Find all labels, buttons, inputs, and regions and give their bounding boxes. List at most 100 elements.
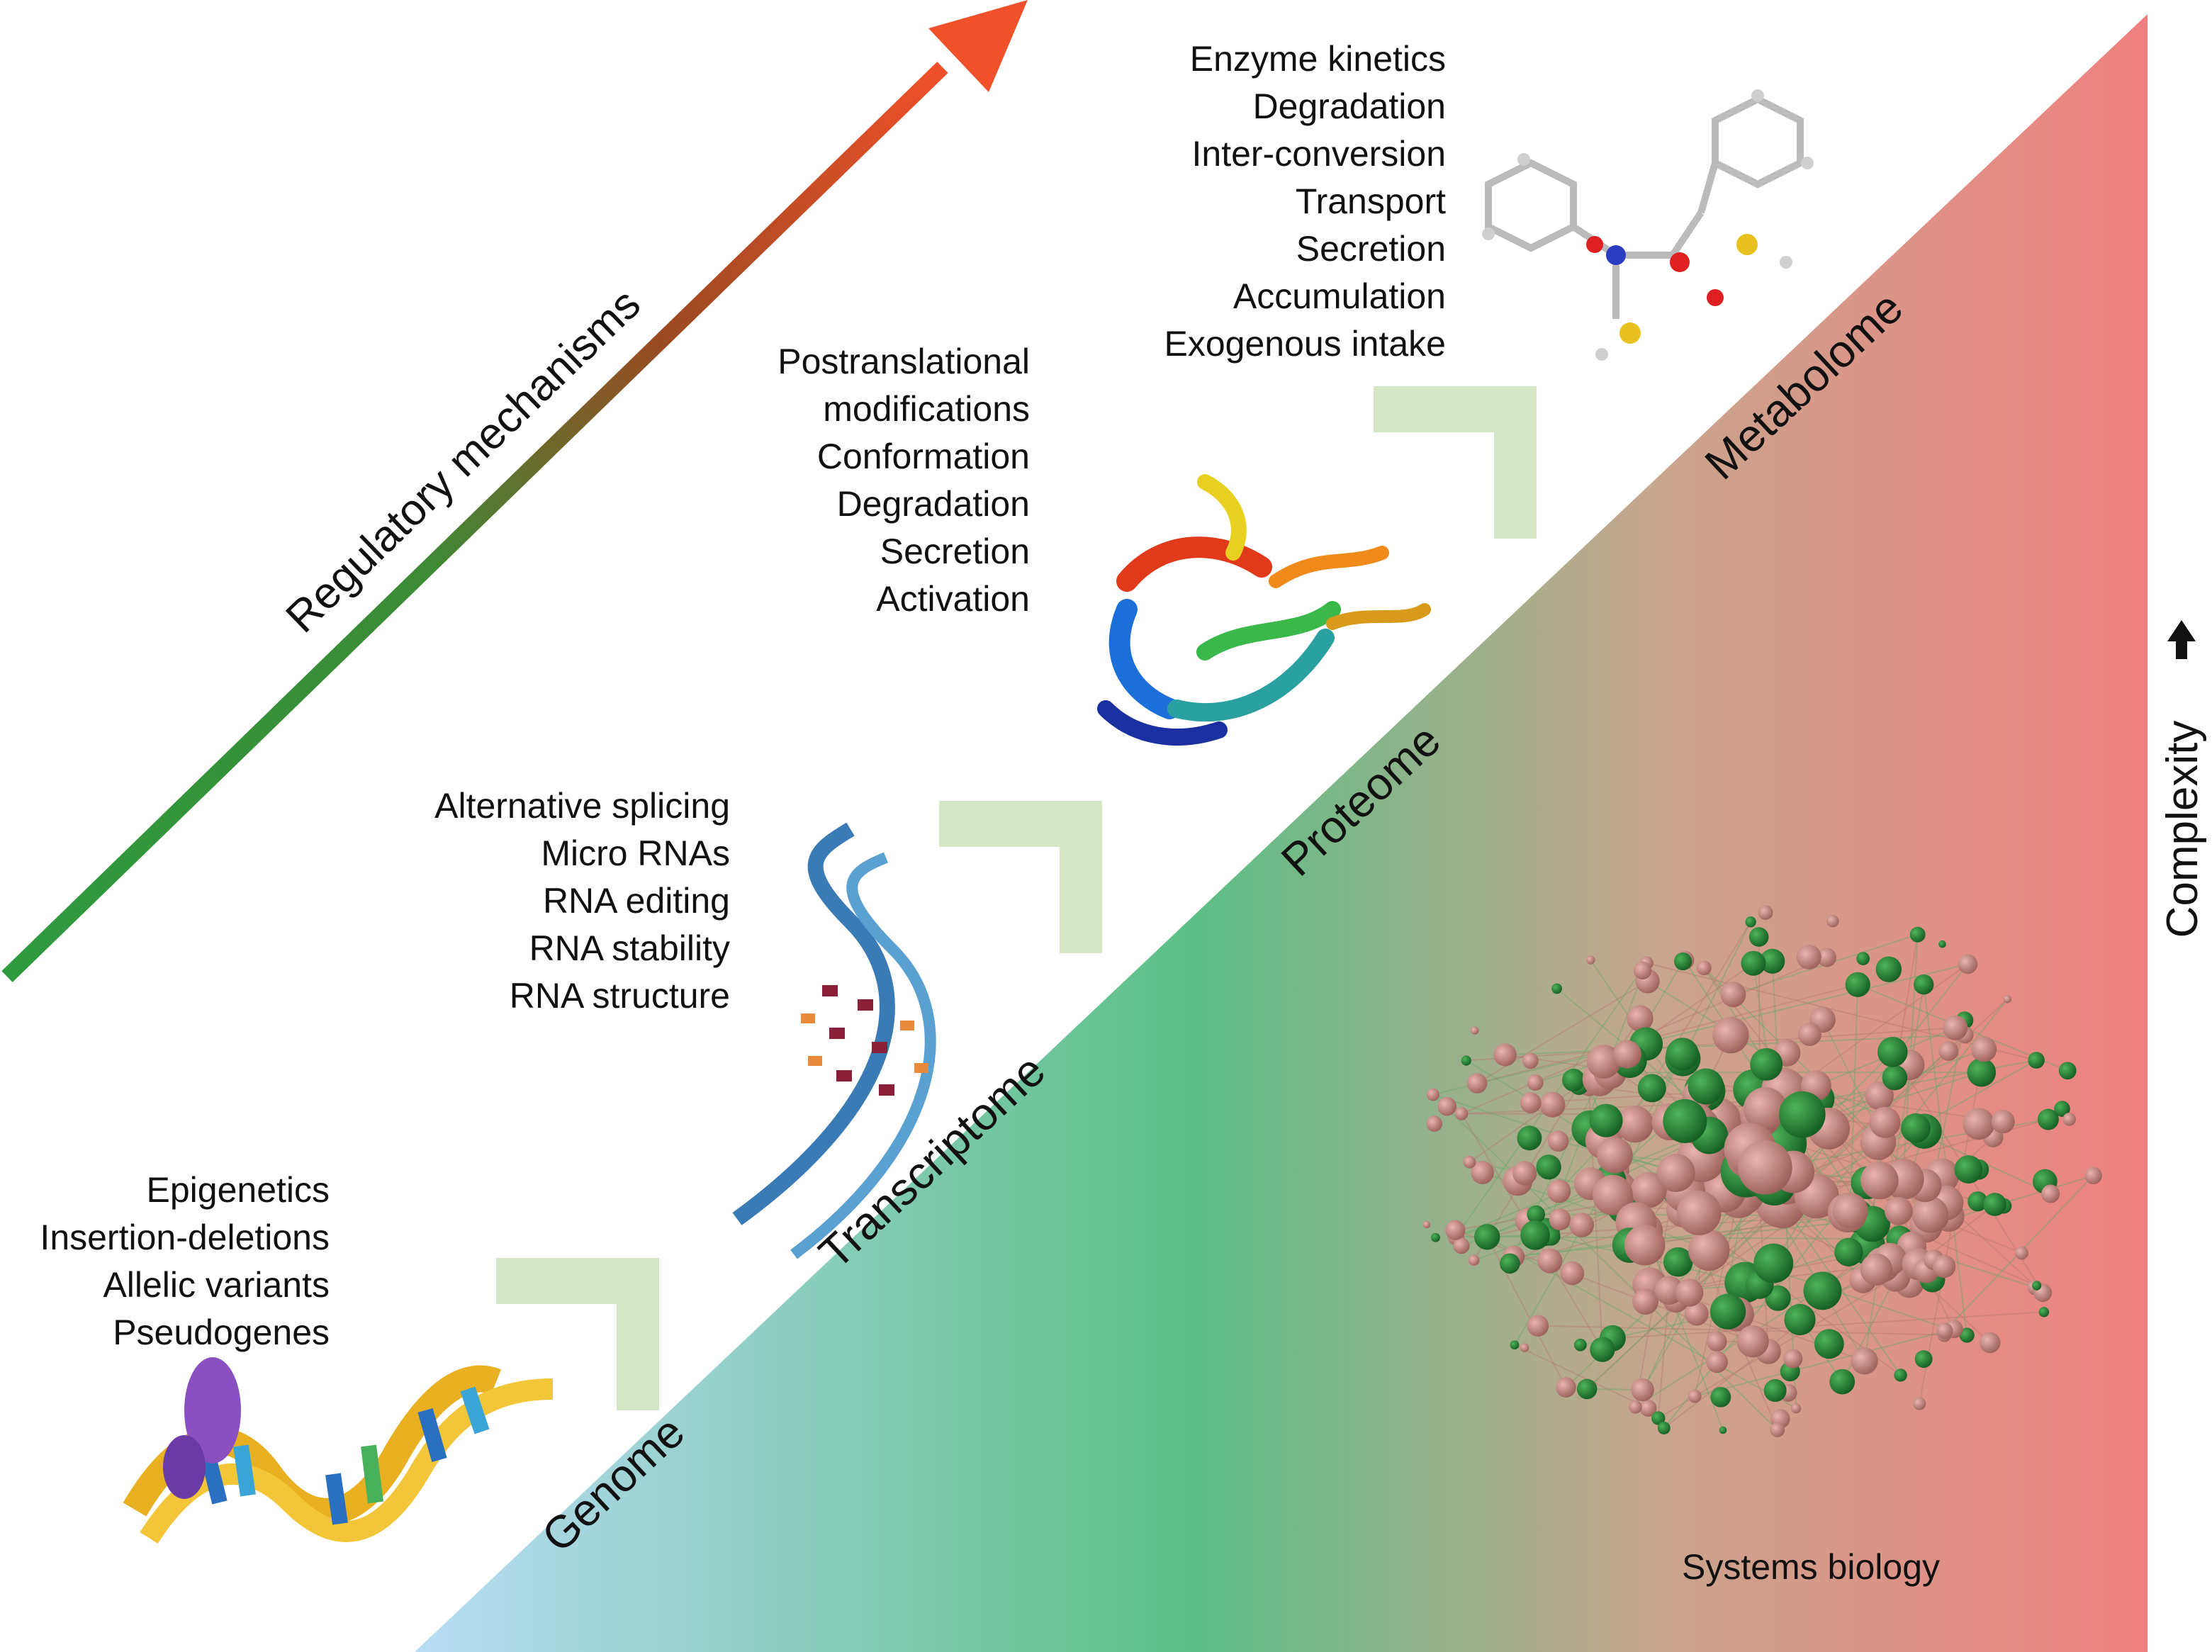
network-node <box>1954 1155 1983 1184</box>
mech-secretion-metabolite: Secretion <box>1296 229 1446 269</box>
network-node <box>1943 1015 1968 1040</box>
network-node <box>1719 1426 1727 1434</box>
network-node <box>1796 945 1821 970</box>
network-node <box>1913 1397 1926 1410</box>
mech-allelic-variants: Allelic variants <box>103 1265 330 1305</box>
network-node <box>1860 1161 1899 1200</box>
network-node <box>1851 1347 1878 1375</box>
network-node <box>1593 1174 1633 1215</box>
network-node <box>1426 1116 1443 1132</box>
network-node <box>1882 1064 1908 1091</box>
network-node <box>1832 1193 1868 1229</box>
network-node <box>1539 1091 1566 1118</box>
mech-modifications: modifications <box>823 389 1030 429</box>
network-node <box>1817 948 1837 967</box>
network-node <box>1500 1253 1520 1274</box>
mech-epigenetics: Epigenetics <box>147 1170 330 1210</box>
network-node <box>1803 1271 1842 1310</box>
complexity-axis: Complexity <box>2158 620 2207 938</box>
network-node <box>1783 1349 1803 1369</box>
network-node <box>1963 1108 1995 1140</box>
network-node <box>1770 1422 1785 1437</box>
network-node <box>1760 948 1785 974</box>
network-node <box>1560 1261 1585 1286</box>
network-node <box>1938 940 1946 948</box>
chevron-3 <box>1374 386 1537 539</box>
network-node <box>1573 1338 1587 1352</box>
network-node <box>1696 960 1712 976</box>
protein-structure-illustration <box>1097 474 1431 746</box>
chevron-2 <box>939 801 1102 953</box>
mech-accumulation: Accumulation <box>1233 276 1446 316</box>
network-node <box>1675 1279 1704 1307</box>
network-node <box>1834 1237 1863 1266</box>
network-node <box>1710 1386 1731 1407</box>
mech-activation: Activation <box>876 579 1030 619</box>
network-node <box>1797 1022 1821 1046</box>
network-node <box>1885 1196 1913 1225</box>
network-node <box>1422 1220 1431 1229</box>
network-node <box>1814 1329 1844 1359</box>
network-node <box>1474 1224 1500 1250</box>
network-node <box>1666 1038 1700 1071</box>
network-node <box>1706 1351 1728 1373</box>
network-node <box>1596 1137 1633 1174</box>
network-node <box>1589 1103 1623 1137</box>
network-node <box>1517 1125 1542 1151</box>
network-node <box>1875 956 1902 982</box>
network-node <box>1520 1343 1529 1352</box>
dna-chromosome-illustration <box>123 1357 554 1544</box>
network-node <box>1709 1293 1746 1330</box>
network-node <box>1845 972 1870 997</box>
mech-alternative-splicing: Alternative splicing <box>434 786 730 826</box>
network-illustration <box>1422 905 2102 1437</box>
network-node <box>1860 1253 1893 1286</box>
network-node <box>1551 983 1562 994</box>
network-node <box>1431 1232 1440 1242</box>
network-node <box>2054 1101 2070 1117</box>
network-node <box>1911 1196 1949 1233</box>
network-node <box>1547 1179 1571 1203</box>
systems-biology-label: Systems biology <box>1682 1547 1940 1587</box>
genome-mechanisms: Epigenetics Insertion-deletions Allelic … <box>40 1170 330 1352</box>
network-node <box>1629 1400 1642 1414</box>
network-node <box>1901 1113 1931 1143</box>
network-node <box>1763 1379 1787 1403</box>
network-node <box>1688 1229 1730 1271</box>
network-node <box>1493 1043 1517 1067</box>
network-node <box>1445 1220 1466 1240</box>
mech-conformation: Conformation <box>817 437 1030 476</box>
network-node <box>1463 1155 1476 1169</box>
network-node <box>1745 916 1756 928</box>
mech-transport: Transport <box>1296 181 1446 221</box>
network-node <box>1470 1026 1479 1035</box>
mech-insertion-deletions: Insertion-deletions <box>40 1218 330 1257</box>
network-node <box>1426 1088 1439 1101</box>
mech-rna-stability: RNA stability <box>529 928 730 968</box>
network-node <box>1576 1378 1598 1400</box>
network-node <box>1909 926 1926 943</box>
network-node <box>1512 1161 1537 1186</box>
network-node <box>1712 1016 1749 1054</box>
network-node <box>1991 1110 2015 1134</box>
network-node <box>1958 954 1978 974</box>
network-node <box>1527 1074 1544 1091</box>
network-node <box>1932 1254 1956 1279</box>
network-node <box>1586 1045 1621 1079</box>
network-node <box>1983 1193 2006 1216</box>
network-node <box>1936 1322 1953 1339</box>
network-node <box>2032 1281 2042 1291</box>
network-node <box>1676 1191 1722 1235</box>
network-node <box>1744 1086 1787 1131</box>
proteome-mechanisms: Postranslational modifications Conformat… <box>777 342 1030 619</box>
mech-rna-structure: RNA structure <box>510 976 730 1016</box>
network-node <box>2015 1246 2028 1260</box>
network-node <box>1663 1247 1693 1277</box>
network-node <box>1549 1208 1571 1230</box>
network-node <box>1656 1153 1695 1192</box>
network-node <box>1877 1037 1908 1067</box>
molecule-illustration <box>1482 89 1814 361</box>
network-node <box>1826 914 1839 928</box>
network-node <box>1556 1377 1576 1398</box>
